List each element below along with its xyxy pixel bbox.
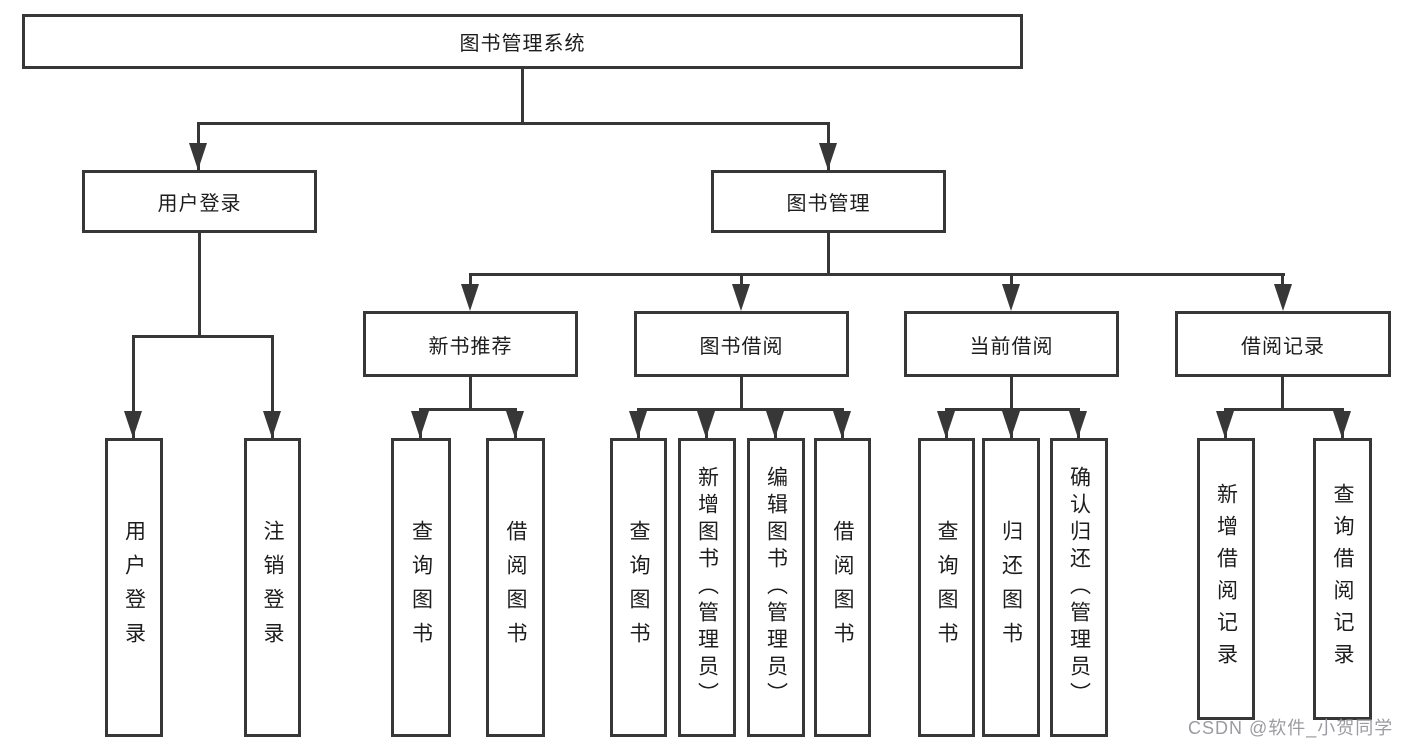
arrowhead-icon: [506, 411, 524, 438]
node-book-management: 图书管理: [711, 170, 946, 233]
arrowhead-icon: [1333, 411, 1351, 438]
connector-line: [198, 233, 201, 335]
connector-line: [419, 408, 517, 411]
node-book-borrowing: 图书借阅: [634, 311, 849, 377]
connector-line: [132, 335, 135, 438]
node-library-management-system: 图书管理系统: [22, 14, 1023, 69]
connector-line: [521, 69, 524, 123]
leaf-logout: 注销登录: [244, 438, 301, 737]
connector-line: [1010, 377, 1013, 408]
node-borrowing-records: 借阅记录: [1175, 311, 1391, 377]
arrowhead-icon: [189, 143, 207, 170]
leaf-edit-books-admin: 编辑图书（管理员）: [747, 438, 805, 737]
arrowhead-icon: [411, 411, 429, 438]
arrowhead-icon: [732, 284, 750, 311]
arrowhead-icon: [1002, 284, 1020, 311]
leaf-return-books: 归还图书: [982, 438, 1040, 737]
csdn-watermark: CSDN @软件_小贺同学: [1188, 718, 1394, 738]
arrowhead-icon: [833, 411, 851, 438]
leaf-add-borrow-record: 新增借阅记录: [1197, 438, 1255, 720]
leaf-search-books-borrowing: 查询图书: [610, 438, 667, 737]
leaf-confirm-return-admin: 确认归还（管理员）: [1050, 438, 1108, 737]
arrowhead-icon: [937, 411, 955, 438]
connector-line: [271, 335, 274, 438]
node-new-book-recommend: 新书推荐: [363, 311, 578, 377]
connector-line: [197, 122, 830, 125]
arrowhead-icon: [629, 411, 647, 438]
leaf-search-books-recommend: 查询图书: [391, 438, 451, 737]
leaf-search-borrow-record: 查询借阅记录: [1313, 438, 1372, 720]
leaf-user-login: 用户登录: [105, 438, 163, 737]
arrowhead-icon: [1002, 411, 1020, 438]
connector-line: [827, 233, 830, 275]
node-user-login: 用户登录: [82, 170, 317, 233]
connector-line: [637, 408, 844, 411]
arrowhead-icon: [819, 143, 837, 170]
arrowhead-icon: [1216, 411, 1234, 438]
connector-line: [469, 377, 472, 408]
connector-line: [1224, 408, 1344, 411]
leaf-add-books-admin: 新增图书（管理员）: [678, 438, 736, 737]
arrowhead-icon: [124, 411, 142, 438]
arrowhead-icon: [766, 411, 784, 438]
arrowhead-icon: [263, 411, 281, 438]
connector-line: [740, 377, 743, 408]
leaf-search-books-current: 查询图书: [918, 438, 975, 737]
connector-line: [1281, 377, 1284, 408]
leaf-borrow-books-recommend: 借阅图书: [486, 438, 545, 737]
arrowhead-icon: [461, 284, 479, 311]
connector-line: [469, 273, 1285, 276]
arrowhead-icon: [1274, 284, 1292, 311]
connector-line: [132, 335, 274, 338]
node-current-borrowing: 当前借阅: [904, 311, 1119, 377]
arrowhead-icon: [697, 411, 715, 438]
leaf-borrow-books-borrowing: 借阅图书: [814, 438, 871, 737]
arrowhead-icon: [1069, 411, 1087, 438]
